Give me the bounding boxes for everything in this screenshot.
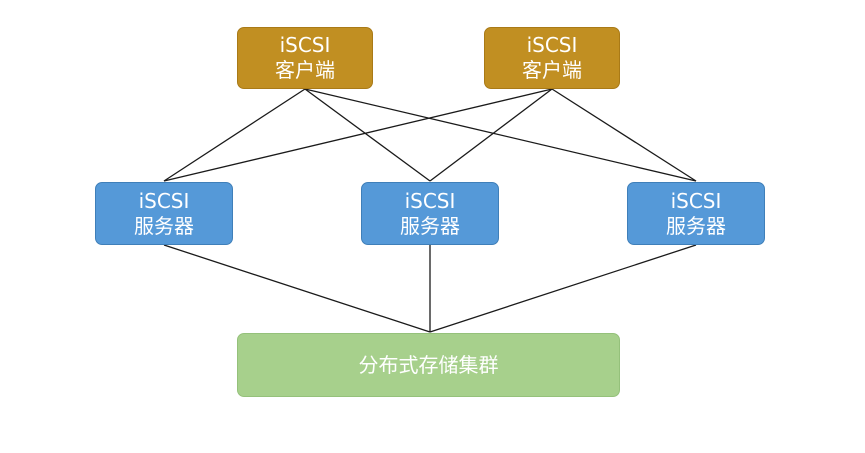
- server-2-line1: iSCSI: [404, 188, 456, 213]
- iscsi-client-2: iSCSI 客户端: [484, 27, 620, 89]
- server-3-line1: iSCSI: [670, 188, 722, 213]
- iscsi-server-1: iSCSI 服务器: [95, 182, 233, 245]
- server-1-line2: 服务器: [134, 213, 194, 238]
- connector-client2-server1: [163, 88, 553, 182]
- connector-client1-server2: [304, 88, 431, 182]
- connector-server1-storage: [163, 244, 431, 333]
- client-2-line1: iSCSI: [526, 33, 578, 57]
- client-1-line1: iSCSI: [279, 33, 331, 57]
- connector-client1-server3: [304, 88, 697, 182]
- connector-client2-server3: [551, 88, 697, 182]
- connector-client1-server1: [163, 88, 306, 182]
- distributed-storage-cluster: 分布式存储集群: [237, 333, 620, 397]
- connector-server3-storage: [429, 244, 697, 333]
- server-3-line2: 服务器: [666, 213, 726, 238]
- connector-client2-server2: [429, 88, 553, 182]
- iscsi-server-2: iSCSI 服务器: [361, 182, 499, 245]
- storage-label: 分布式存储集群: [358, 352, 499, 377]
- server-2-line2: 服务器: [400, 213, 460, 238]
- client-1-line2: 客户端: [275, 58, 335, 82]
- client-2-line2: 客户端: [522, 58, 582, 82]
- iscsi-server-3: iSCSI 服务器: [627, 182, 765, 245]
- server-1-line1: iSCSI: [138, 188, 190, 213]
- iscsi-client-1: iSCSI 客户端: [237, 27, 373, 89]
